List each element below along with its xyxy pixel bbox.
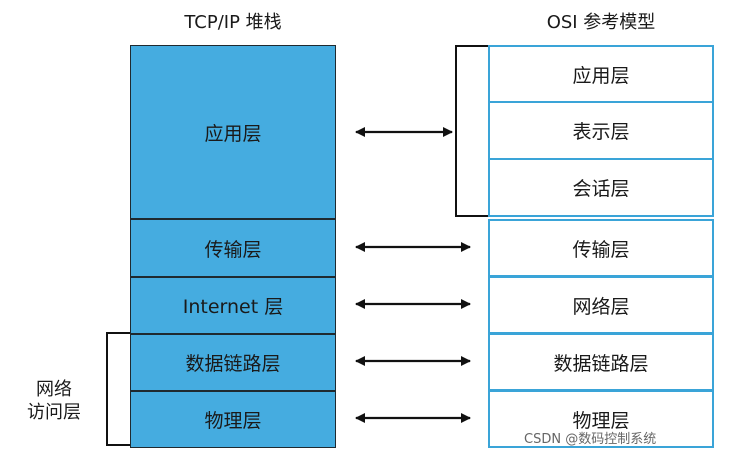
osi-layer-physical: 物理层 <box>488 390 714 448</box>
osi-layer-session: 会话层 <box>488 158 714 217</box>
network-access-bracket <box>106 332 130 446</box>
osi-model-title: OSI 参考模型 <box>546 12 656 33</box>
tcpip-stack-title: TCP/IP 堆栈 <box>184 12 282 33</box>
osi-layer-application: 应用层 <box>488 45 714 103</box>
tcpip-stack: 应用层 传输层 Internet 层 数据链路层 物理层 <box>130 45 336 448</box>
network-access-label-line2: 访问层 <box>27 402 81 423</box>
tcpip-layer-transport: 传输层 <box>130 219 336 277</box>
osi-model: 应用层 表示层 会话层 传输层 网络层 数据链路层 物理层 <box>488 45 714 448</box>
watermark: CSDN @数码控制系统 <box>524 432 657 447</box>
tcpip-layer-physical: 物理层 <box>130 391 336 448</box>
osi-upper-layers-bracket <box>455 45 488 217</box>
tcpip-layer-data-link: 数据链路层 <box>130 334 336 391</box>
tcpip-layer-internet: Internet 层 <box>130 277 336 334</box>
network-access-label-line1: 网络 <box>36 379 72 400</box>
tcpip-layer-application: 应用层 <box>130 45 336 219</box>
osi-layer-data-link: 数据链路层 <box>488 333 714 391</box>
network-access-label: 网络 访问层 <box>14 378 94 424</box>
osi-layer-presentation: 表示层 <box>488 101 714 160</box>
osi-layer-transport: 传输层 <box>488 219 714 277</box>
